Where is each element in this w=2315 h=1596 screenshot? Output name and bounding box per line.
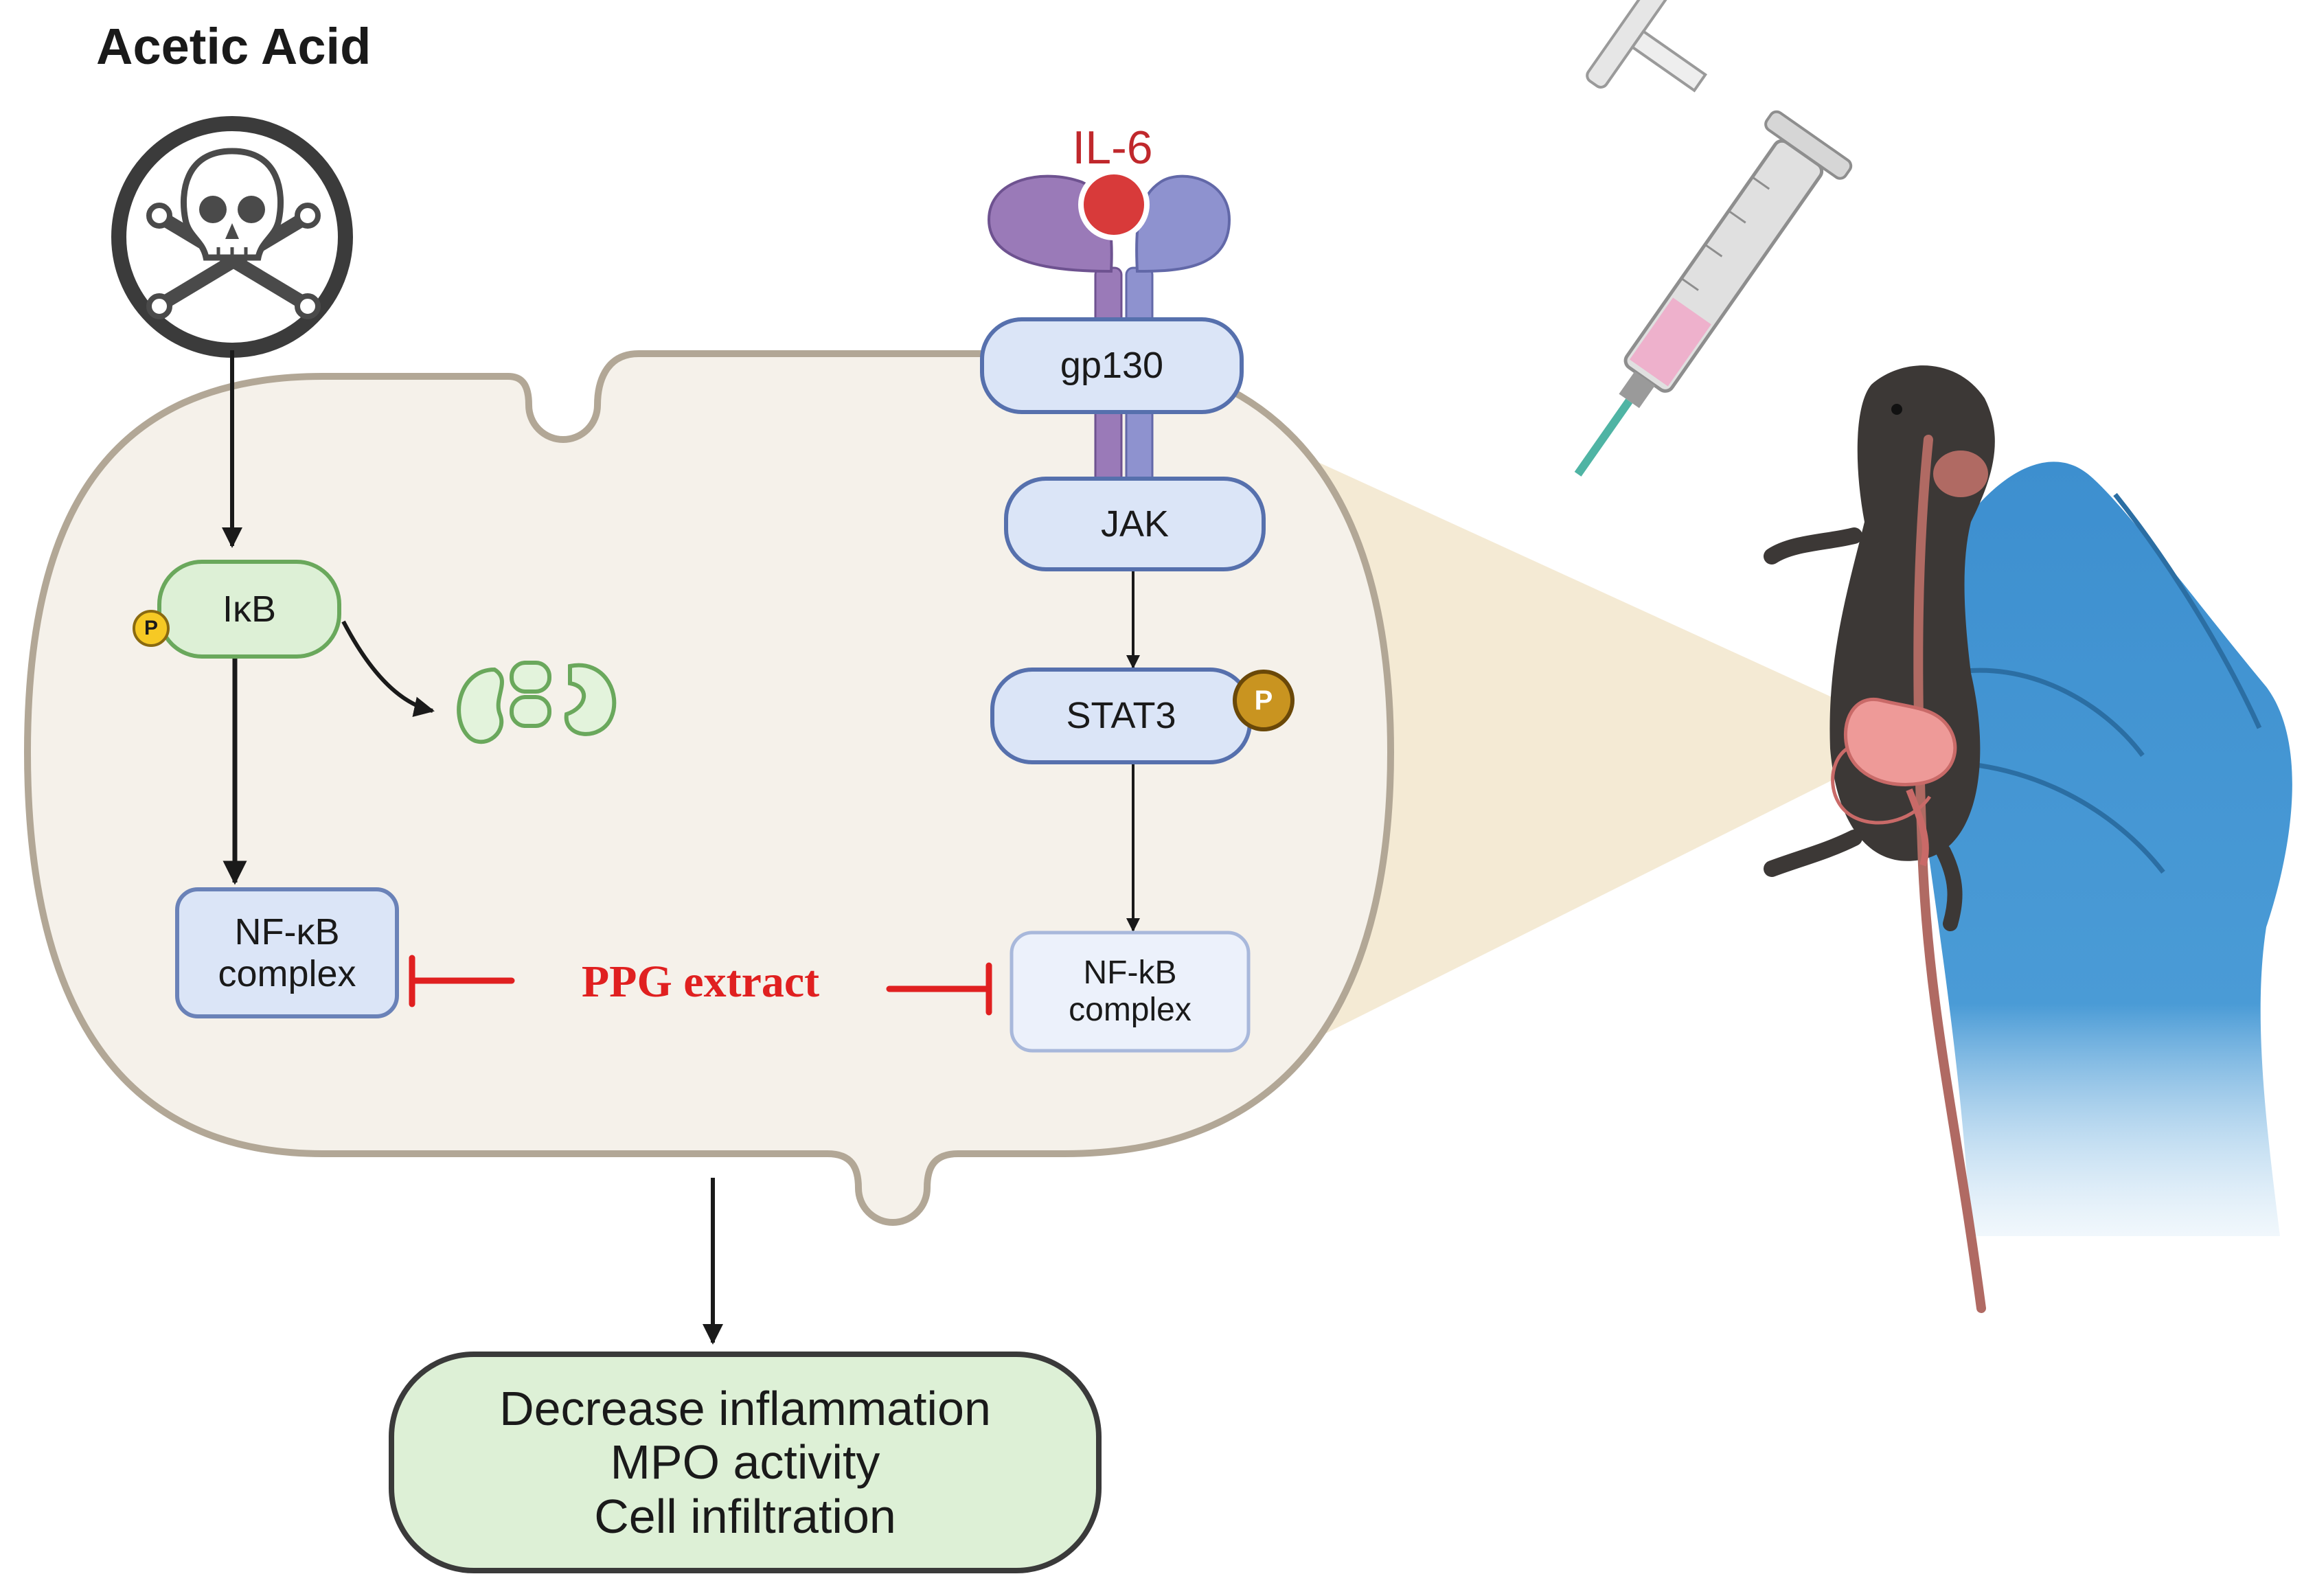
outcome-line-3: Cell infiltration: [594, 1489, 896, 1543]
stat3-label: STAT3: [1066, 695, 1176, 737]
skull-crossbones-icon: [111, 116, 353, 358]
il6-label: IL-6: [1072, 121, 1153, 174]
ikb-label: IκB: [222, 588, 277, 630]
inhibit-left: [409, 955, 515, 1007]
nfkb-right-label: NF-kB complex: [1012, 933, 1248, 1051]
outcome-text: Decrease inflammation MPO activity Cell …: [391, 1354, 1099, 1571]
outcome-line-1: Decrease inflammation: [499, 1381, 991, 1435]
gloved-hand-icon: [1915, 461, 2292, 1236]
nfkb-right-line1: NF-kB: [1083, 955, 1177, 992]
outcome-line-2: MPO activity: [610, 1435, 880, 1490]
arrow-ikb-degradation: [341, 620, 435, 717]
inhibit-right: [886, 962, 992, 1016]
jak-box: [1004, 477, 1266, 571]
intestine-icon: [1831, 698, 1957, 867]
nfkb-right-line2: complex: [1069, 992, 1191, 1028]
proteasome-fragments-icon: [457, 661, 617, 744]
nfkb-left-label: NF-κB complex: [177, 889, 397, 1016]
nfkb-left-box: [175, 887, 399, 1018]
ikb-phospho-badge: [133, 610, 170, 647]
nfkb-left-line1: NF-κB: [234, 911, 340, 953]
ikb-box: [157, 560, 341, 659]
il6-ligand: [1078, 169, 1150, 240]
jak-label: JAK: [1100, 503, 1170, 545]
gp130-label: gp130: [1060, 345, 1164, 387]
outcome-box: [389, 1352, 1102, 1573]
nfkb-right-box: [1010, 931, 1251, 1053]
ikb-phospho-label: P: [144, 617, 158, 640]
stat3-phospho-badge: [1233, 670, 1295, 731]
nfkb-left-line2: complex: [218, 953, 356, 994]
ppg-extract-label: PPG extract: [581, 957, 820, 1007]
syringe-icon: [1574, 0, 1853, 477]
stat3-phospho-label: P: [1254, 685, 1273, 716]
gp130-box: [980, 317, 1244, 414]
diagram-title: Acetic Acid: [96, 17, 372, 75]
